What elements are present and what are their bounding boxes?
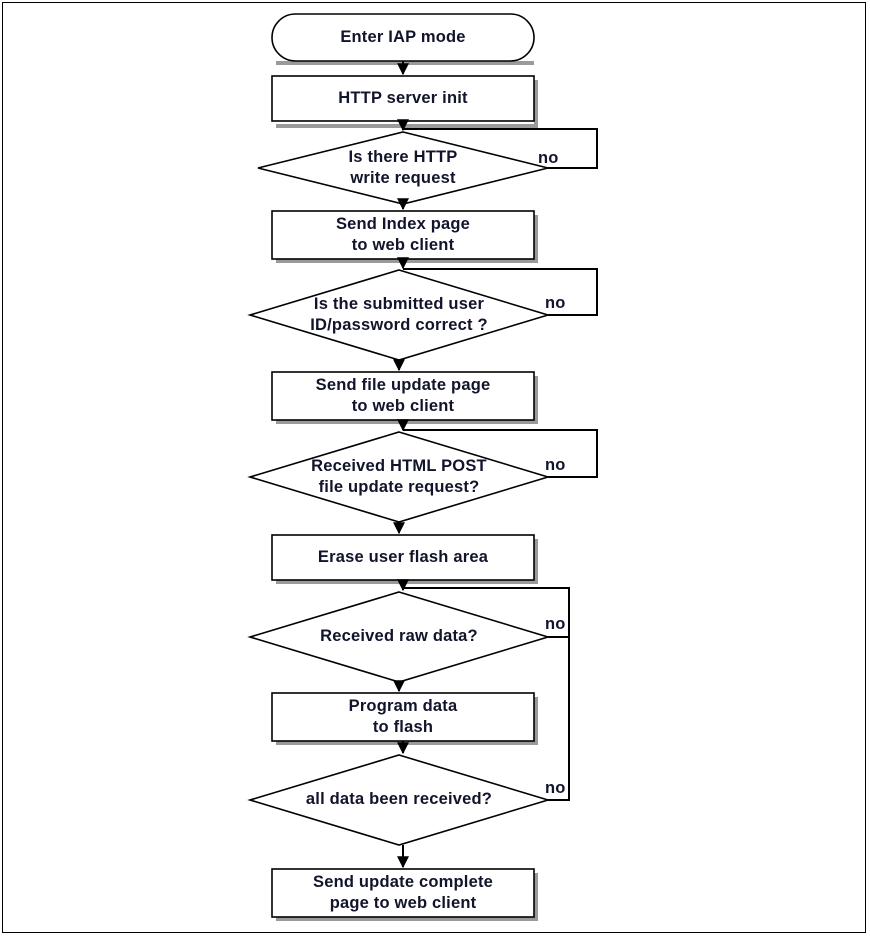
- node-shapes: [247, 13, 551, 918]
- edge-loop-no-post-request: [403, 429, 598, 478]
- edge-loop-no-all-received: [548, 637, 570, 801]
- node-q-all-received-shape: [247, 754, 551, 846]
- edge-loop-no-raw-data: [403, 587, 570, 638]
- node-q-credentials-shape: [247, 269, 551, 361]
- node-send-complete-shape: [271, 868, 535, 918]
- connectors: [393, 61, 598, 869]
- node-erase-flash-shape: [271, 534, 535, 581]
- edge-label-no-post-request: no: [545, 456, 566, 474]
- node-http-init-shape: [271, 75, 535, 122]
- node-q-raw-data-shape: [247, 591, 551, 683]
- node-q-post-request-shape: [247, 431, 551, 523]
- edge-label-no-credentials: no: [545, 294, 566, 312]
- node-start-shape: [271, 13, 535, 62]
- edge-loop-no-http-write: [403, 128, 598, 169]
- edge-loop-no-credentials: [403, 268, 598, 316]
- node-send-index-shape: [271, 210, 535, 260]
- edge-label-no-http-write: no: [538, 149, 559, 167]
- node-program-flash-shape: [271, 692, 535, 742]
- edge-label-no-all-received: no: [545, 779, 566, 797]
- node-q-http-write-shape: [257, 131, 549, 205]
- edge-label-no-raw-data: no: [545, 615, 566, 633]
- node-send-update-page-shape: [271, 371, 535, 421]
